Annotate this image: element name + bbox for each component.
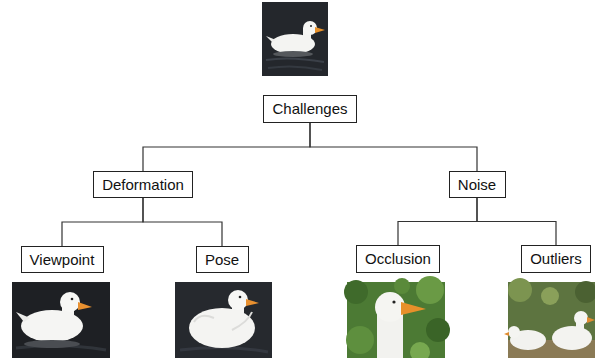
duck-photo <box>12 282 110 358</box>
duck-photo <box>175 282 272 358</box>
tree-connector <box>477 198 556 245</box>
duck-photo <box>344 276 450 358</box>
node-label: Occlusion <box>365 250 431 268</box>
process-box: Noise <box>449 171 506 198</box>
tree-connector <box>143 198 222 246</box>
node-label: Pose <box>205 251 239 269</box>
process-box: Occlusion <box>356 245 440 273</box>
tree-connector <box>310 123 477 171</box>
node-label: Challenges <box>272 100 347 118</box>
process-box: Deformation <box>93 171 193 198</box>
duck-photo <box>262 2 328 76</box>
node-label: Noise <box>458 176 496 194</box>
process-box: Viewpoint <box>21 246 104 273</box>
process-box: Challenges <box>263 95 357 123</box>
process-box: Outliers <box>521 245 591 273</box>
tree-connector <box>143 123 310 171</box>
node-label: Outliers <box>530 250 582 268</box>
duck-photo <box>504 278 595 358</box>
node-label: Deformation <box>102 176 184 194</box>
node-label: Viewpoint <box>30 251 95 269</box>
tree-connector <box>62 198 143 246</box>
tree-connector <box>398 198 477 245</box>
process-box: Pose <box>196 246 249 273</box>
